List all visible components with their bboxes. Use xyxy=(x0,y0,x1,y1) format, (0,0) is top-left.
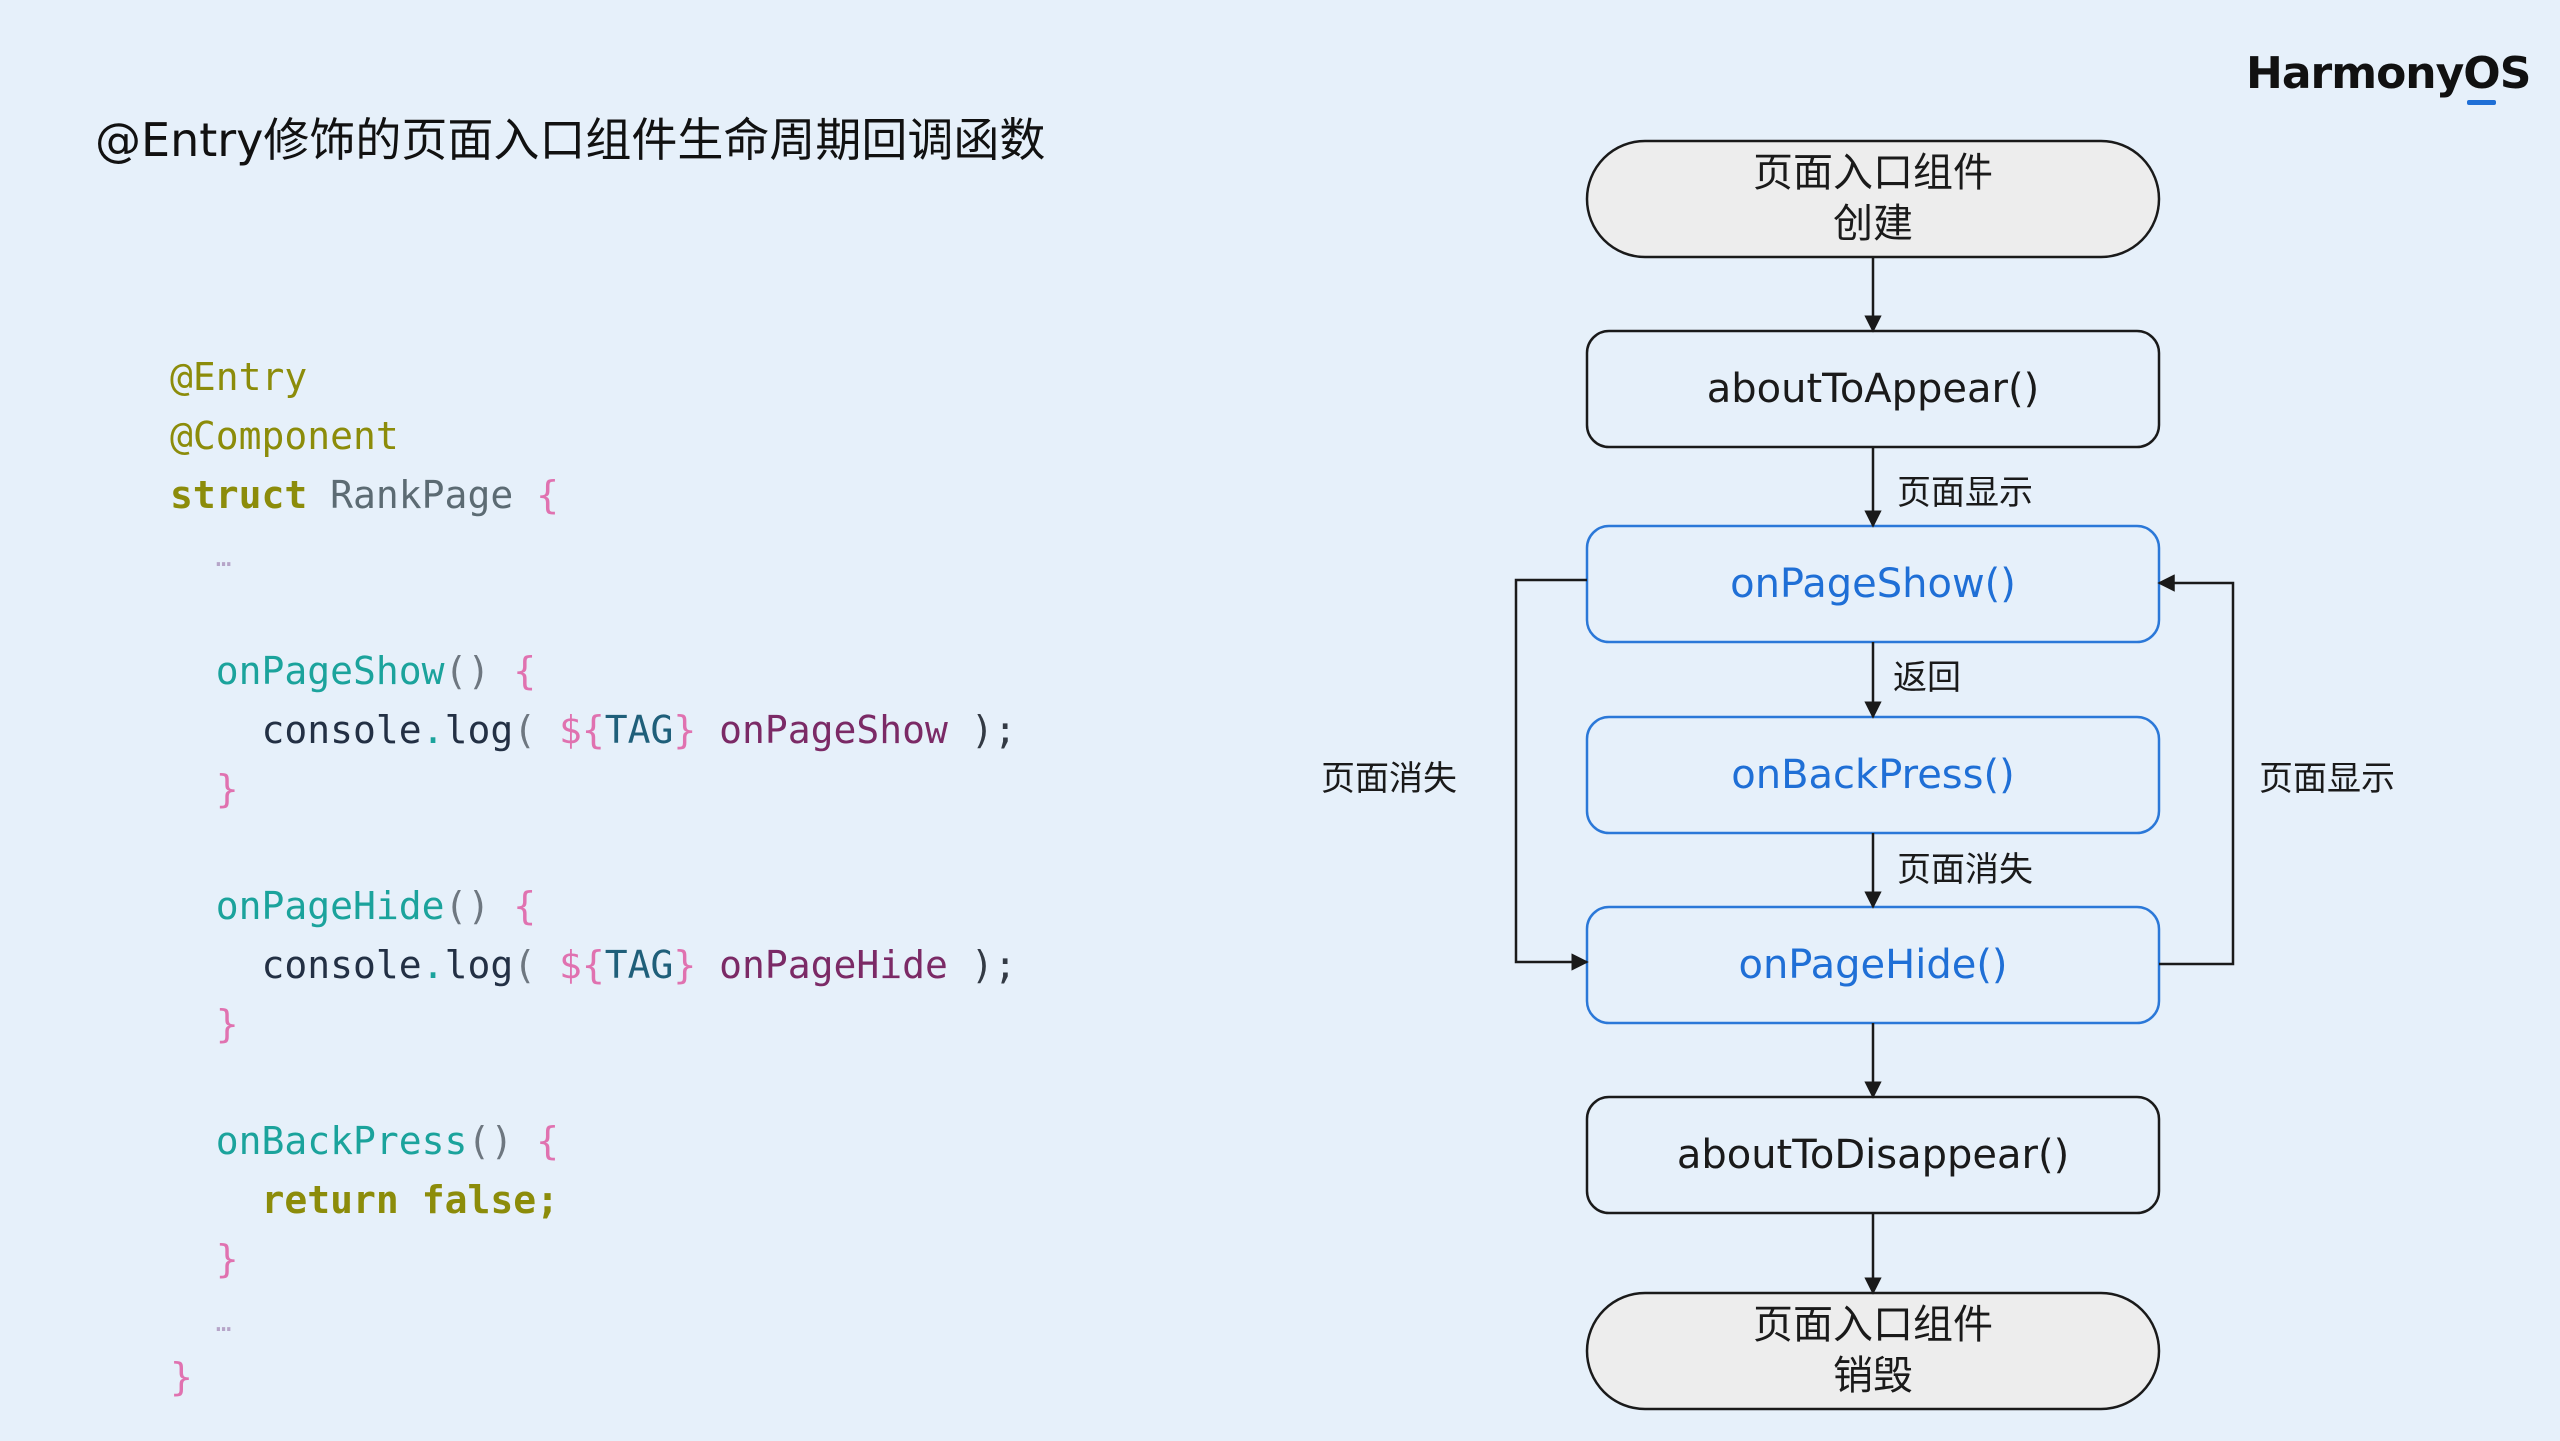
tpl-var: TAG xyxy=(604,707,674,752)
tpl-var: TAG xyxy=(604,942,674,987)
struct-name: RankPage xyxy=(330,472,514,517)
node-label: 销毁 xyxy=(1833,1353,1913,1399)
node-label: aboutToAppear() xyxy=(1707,366,2039,412)
console-ident: console xyxy=(261,707,422,752)
ellipsis: … xyxy=(215,543,232,574)
log-ident: log xyxy=(444,707,514,752)
logo-main: Harmony xyxy=(2246,48,2464,99)
edge-label-right-loop: 页面显示 xyxy=(2259,759,2395,799)
code-line: … xyxy=(170,524,1017,583)
ellipsis: … xyxy=(215,1307,232,1338)
fn-onbackpress: onBackPress xyxy=(215,1119,468,1164)
keyword-return: return xyxy=(261,1178,399,1223)
dot: . xyxy=(421,942,445,987)
decorator-component: @Component xyxy=(170,413,399,458)
code-line: … xyxy=(170,1289,1017,1348)
node-label: 页面入口组件 xyxy=(1753,150,1993,196)
decorator-entry: @Entry xyxy=(170,355,308,399)
log-close: ); xyxy=(947,942,1017,987)
keyword-struct: struct xyxy=(170,472,308,517)
logo-o: O xyxy=(2463,48,2501,105)
edge-label-show: 页面显示 xyxy=(1897,473,2033,513)
edge-right-loop xyxy=(2157,574,2235,966)
node-label: aboutToDisappear() xyxy=(1677,1132,2069,1178)
tpl-open: ${ xyxy=(558,942,605,987)
keyword-false: false; xyxy=(421,1178,559,1223)
parens: () xyxy=(444,648,491,693)
code-line: onPageHide() { xyxy=(170,877,1017,936)
close-brace: } xyxy=(215,766,239,811)
tpl-close: } xyxy=(673,942,697,987)
code-line: } xyxy=(170,995,1017,1054)
node-label: 创建 xyxy=(1833,201,1913,247)
node-label: 页面入口组件 xyxy=(1753,1302,1993,1348)
open-brace: { xyxy=(513,648,537,693)
code-line: onBackPress() { xyxy=(170,1112,1017,1171)
fn-onpagehide: onPageHide xyxy=(215,884,445,929)
console-ident: console xyxy=(261,942,422,987)
node-label: onBackPress() xyxy=(1731,752,2014,798)
log-message: onPageHide xyxy=(719,942,948,987)
node-on-back-press: onBackPress() xyxy=(1585,715,2161,835)
code-line: struct RankPage { xyxy=(170,466,1017,525)
parens: () xyxy=(467,1119,514,1164)
log-close: ); xyxy=(947,707,1017,752)
close-brace: } xyxy=(215,1001,239,1046)
log-ident: log xyxy=(444,942,514,987)
code-line: @Entry xyxy=(170,348,1017,407)
logo-tail: S xyxy=(2499,48,2532,99)
open-brace: { xyxy=(536,472,559,517)
parens: () xyxy=(444,884,491,929)
code-line: } xyxy=(170,760,1017,819)
node-label: onPageHide() xyxy=(1738,942,2007,988)
slide-title: @Entry修饰的页面入口组件生命周期回调函数 xyxy=(95,113,1046,167)
open-brace: { xyxy=(536,1119,559,1164)
edge-label-hide: 页面消失 xyxy=(1897,850,2033,890)
tpl-close: } xyxy=(673,707,697,752)
node-component-destroy: 页面入口组件 销毁 xyxy=(1585,1291,2161,1411)
node-about-to-appear: aboutToAppear() xyxy=(1585,329,2161,449)
code-line: } xyxy=(170,1230,1017,1289)
edge-label-back: 返回 xyxy=(1893,658,1961,698)
node-about-to-disappear: aboutToDisappear() xyxy=(1585,1095,2161,1215)
node-component-create: 页面入口组件 创建 xyxy=(1585,139,2161,259)
log-open: ( xyxy=(513,942,559,987)
code-line: onPageShow() { xyxy=(170,642,1017,701)
harmonyos-logo: HarmonyOS xyxy=(2246,48,2532,105)
dot: . xyxy=(421,707,445,752)
log-message: onPageShow xyxy=(719,707,948,752)
open-brace: { xyxy=(513,884,537,929)
tpl-open: ${ xyxy=(558,707,605,752)
node-label: onPageShow() xyxy=(1730,561,2016,607)
node-on-page-show: onPageShow() xyxy=(1585,524,2161,644)
code-line: @Component xyxy=(170,407,1017,466)
fn-onpageshow: onPageShow xyxy=(215,648,445,693)
close-brace: } xyxy=(170,1354,193,1399)
edge-left-loop xyxy=(1514,578,1589,971)
node-on-page-hide: onPageHide() xyxy=(1585,905,2161,1025)
code-line: console.log( ${TAG} onPageHide ); xyxy=(170,936,1017,995)
log-open: ( xyxy=(513,707,559,752)
code-line: console.log( ${TAG} onPageShow ); xyxy=(170,701,1017,760)
code-line: } xyxy=(170,1348,1017,1407)
edge-label-left-loop: 页面消失 xyxy=(1321,759,1457,799)
code-line: return false; xyxy=(170,1171,1017,1230)
code-block: @Entry @Component struct RankPage { … onPa… xyxy=(170,348,1017,1406)
close-brace: } xyxy=(215,1236,239,1281)
